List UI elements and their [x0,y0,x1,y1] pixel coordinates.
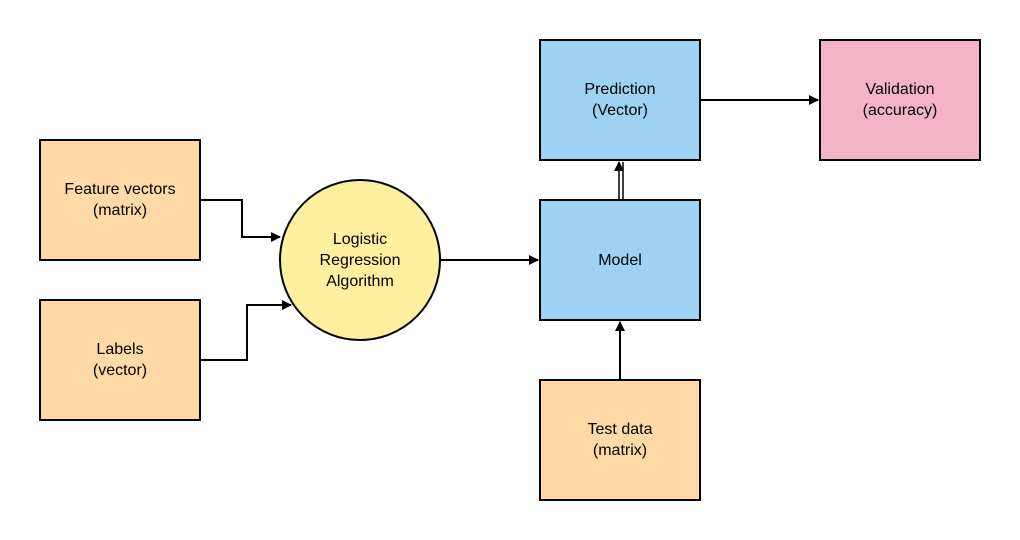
model-box: Model [539,199,701,321]
test-data-title: Test data [587,421,653,438]
prediction-title: Prediction [584,81,656,98]
algorithm-line-2: Regression [319,251,401,269]
test-data-type: (matrix) [592,442,648,459]
feature-vectors-type: (matrix) [92,202,148,219]
arrow-features-to-algorithm [201,199,281,242]
test-data-box: Test data (matrix) [539,379,701,501]
model-title: Model [598,251,642,269]
labels-box: Labels (vector) [39,299,201,421]
prediction-box: Prediction (Vector) [539,39,701,161]
feature-vectors-title: Feature vectors [64,181,176,198]
algorithm-line-1: Logistic [332,230,388,248]
validation-box: Validation (accuracy) [819,39,981,161]
arrow-labels-to-algorithm [201,300,292,361]
validation-title: Validation [865,81,935,98]
labels-title: Labels [96,341,144,358]
prediction-type: (Vector) [591,102,648,119]
algorithm-circle: Logistic Regression Algorithm [279,179,441,341]
feature-vectors-box: Feature vectors (matrix) [39,139,201,261]
labels-type: (vector) [92,362,148,379]
validation-metric: (accuracy) [862,102,938,119]
algorithm-line-3: Algorithm [326,272,394,290]
